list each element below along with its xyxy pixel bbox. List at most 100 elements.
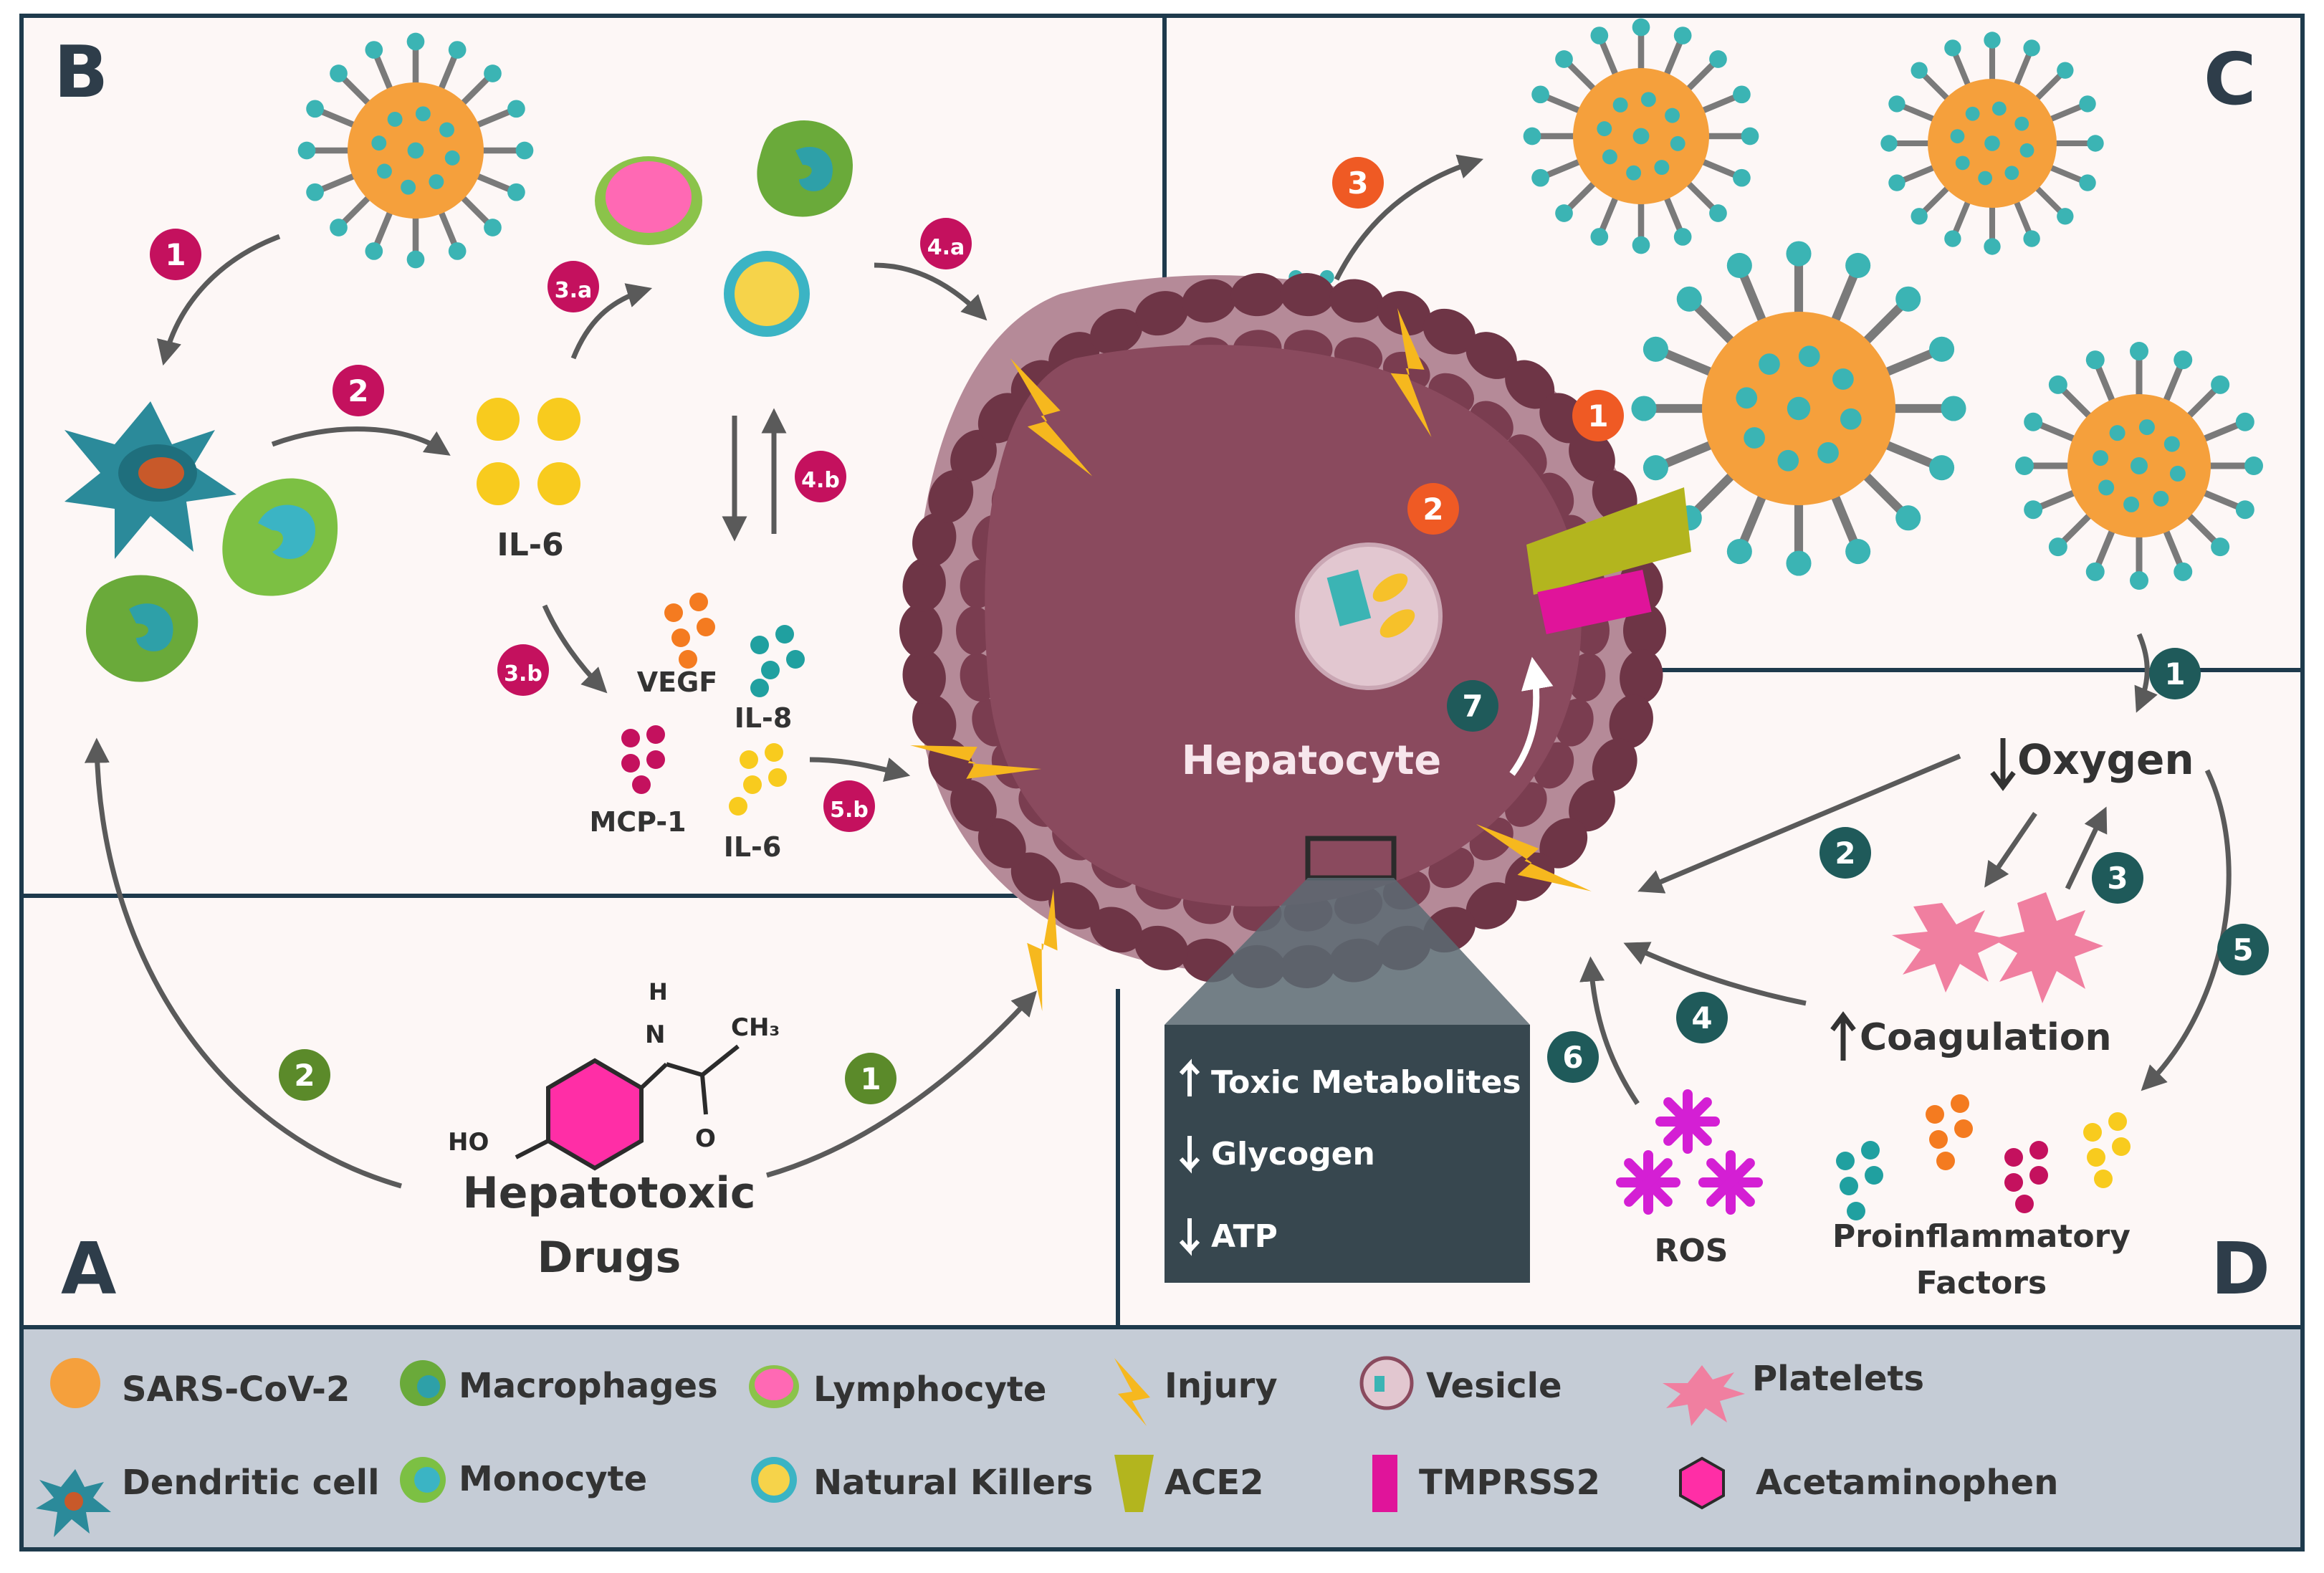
legend-acetaminophen-icon [1679,1456,1725,1510]
badge-c1-label: 1 [1587,398,1608,434]
platelet-1 [1892,903,2007,993]
legend-monocyte-nucleus [414,1467,440,1493]
chem-ho: HO [448,1128,489,1157]
badge-d3: 3 [2092,852,2143,904]
il6-label: IL-6 [497,527,563,563]
vesicle-rna-teal [1326,569,1372,626]
arrow-b5b [809,757,911,783]
badge-d2-label: 2 [1835,836,1855,871]
virus-c-4 [2015,342,2263,590]
badge-a2: 2 [279,1049,330,1101]
badge-d4-label: 4 [1691,1000,1712,1036]
lymphocyte-b [595,156,702,245]
vegf-dots [664,593,715,669]
badge-b1: 1 [150,229,201,280]
injury-bolt-1 [1010,358,1093,477]
proinflammatory-label-line1: Proinflammatory [1832,1218,2131,1255]
arrow-b2 [271,426,451,456]
il6-cluster [477,398,580,505]
legend-ace2-icon [1114,1455,1154,1512]
arrow-c3 [1334,154,1484,281]
panel-b-arrows [156,234,988,783]
chem-o: O [695,1124,716,1153]
panel-letter-b: B [54,30,108,114]
platelet-2 [1992,892,2103,1003]
oxygen-down-arrow [1990,738,2016,791]
badge-d6-label: 6 [1562,1040,1583,1075]
virus-b [297,32,534,269]
arrow-d1 [2134,633,2158,713]
legend-injury-label: Injury [1165,1366,1278,1406]
badge-c2: 2 [1407,483,1459,535]
legend-vesicle-rna [1374,1376,1385,1392]
injury-bolt-3 [910,745,1042,779]
legend-tmprss2-label: TMPRSS2 [1419,1463,1600,1503]
arrow-d3-down [1984,812,2037,888]
hepatocyte-cytoplasm [985,345,1582,907]
panel-d-arrows [1579,633,2232,1105]
legend-macrophage-nucleus [417,1375,440,1398]
chem-ch3: CH₃ [731,1013,780,1042]
badge-c1: 1 [1572,390,1624,441]
macrophage-b-left [86,575,199,682]
chem-h: H [649,978,668,1005]
badge-b3a-label: 3.a [555,278,593,303]
down-arrow-glycogen [1179,1136,1200,1174]
il6-small-dots [729,743,787,816]
natural-killer-b [724,251,810,337]
legend-nk-nucleus [758,1464,790,1496]
legend-lymphocyte-label: Lymphocyte [813,1369,1046,1410]
badge-a2-label: 2 [294,1058,315,1093]
arrow-b3a [570,283,653,360]
mcp1-dots [621,725,665,794]
legend-sars-label: SARS-CoV-2 [122,1369,350,1410]
arrow-d2 [1637,753,1961,894]
panel-letter-d: D [2211,1227,2270,1311]
arrow-c7 [1509,656,1554,776]
legend-nk-label: Natural Killers [813,1463,1093,1503]
badge-b1-label: 1 [165,237,186,272]
legend-sars-icon [50,1358,100,1408]
badge-b3b: 3.b [497,644,549,696]
virus-c-3 [1631,241,1966,576]
badge-c7: 7 [1447,680,1498,732]
arrow-d4 [1623,942,1807,1006]
arrow-b4a [874,262,988,321]
legend-vesicle-label: Vesicle [1426,1366,1562,1406]
badge-c3: 3 [1332,157,1384,209]
badge-b4a: 4.a [920,218,972,269]
badge-d2: 2 [1819,827,1871,879]
legend-tmprss2-icon [1372,1455,1397,1512]
coagulation-label: Coagulation [1860,1016,2112,1059]
il8-dots [750,625,805,697]
panel-letter-c: C [2204,37,2256,121]
vesicle-rna-yellow-1 [1372,573,1408,602]
toxic-metabolites-label: Toxic Metabolites [1211,1064,1521,1101]
legend-dendritic-nucleus [64,1492,83,1511]
virus-c-1 [1523,18,1759,254]
badge-b2-label: 2 [348,373,368,408]
badge-b3a: 3.a [547,261,599,312]
badge-d6: 6 [1547,1031,1599,1083]
proinflammatory-label-line2: Factors [1916,1265,2047,1301]
legend-monocyte-label: Monocyte [459,1459,647,1499]
chem-n: N [645,1020,665,1049]
drugs-label-line1: Hepatotoxic [463,1168,756,1218]
atp-label: ATP [1211,1218,1278,1255]
injury-bolts [910,308,1592,1012]
badge-d3-label: 3 [2107,861,2128,896]
glycogen-label: Glycogen [1211,1136,1375,1172]
ace2-receptor [1526,487,1691,595]
zoom-funnel [1165,878,1530,1025]
legend-icons [36,1356,1745,1537]
ros-star-3 [1698,1150,1763,1215]
badge-b5b: 5.b [823,780,875,832]
panel-letter-a: A [61,1227,116,1311]
virus-group [297,18,2263,590]
arrow-a2 [84,737,402,1189]
dendritic-cell [64,401,236,559]
badge-b3b-label: 3.b [504,661,542,687]
up-arrow-toxic [1179,1058,1200,1096]
